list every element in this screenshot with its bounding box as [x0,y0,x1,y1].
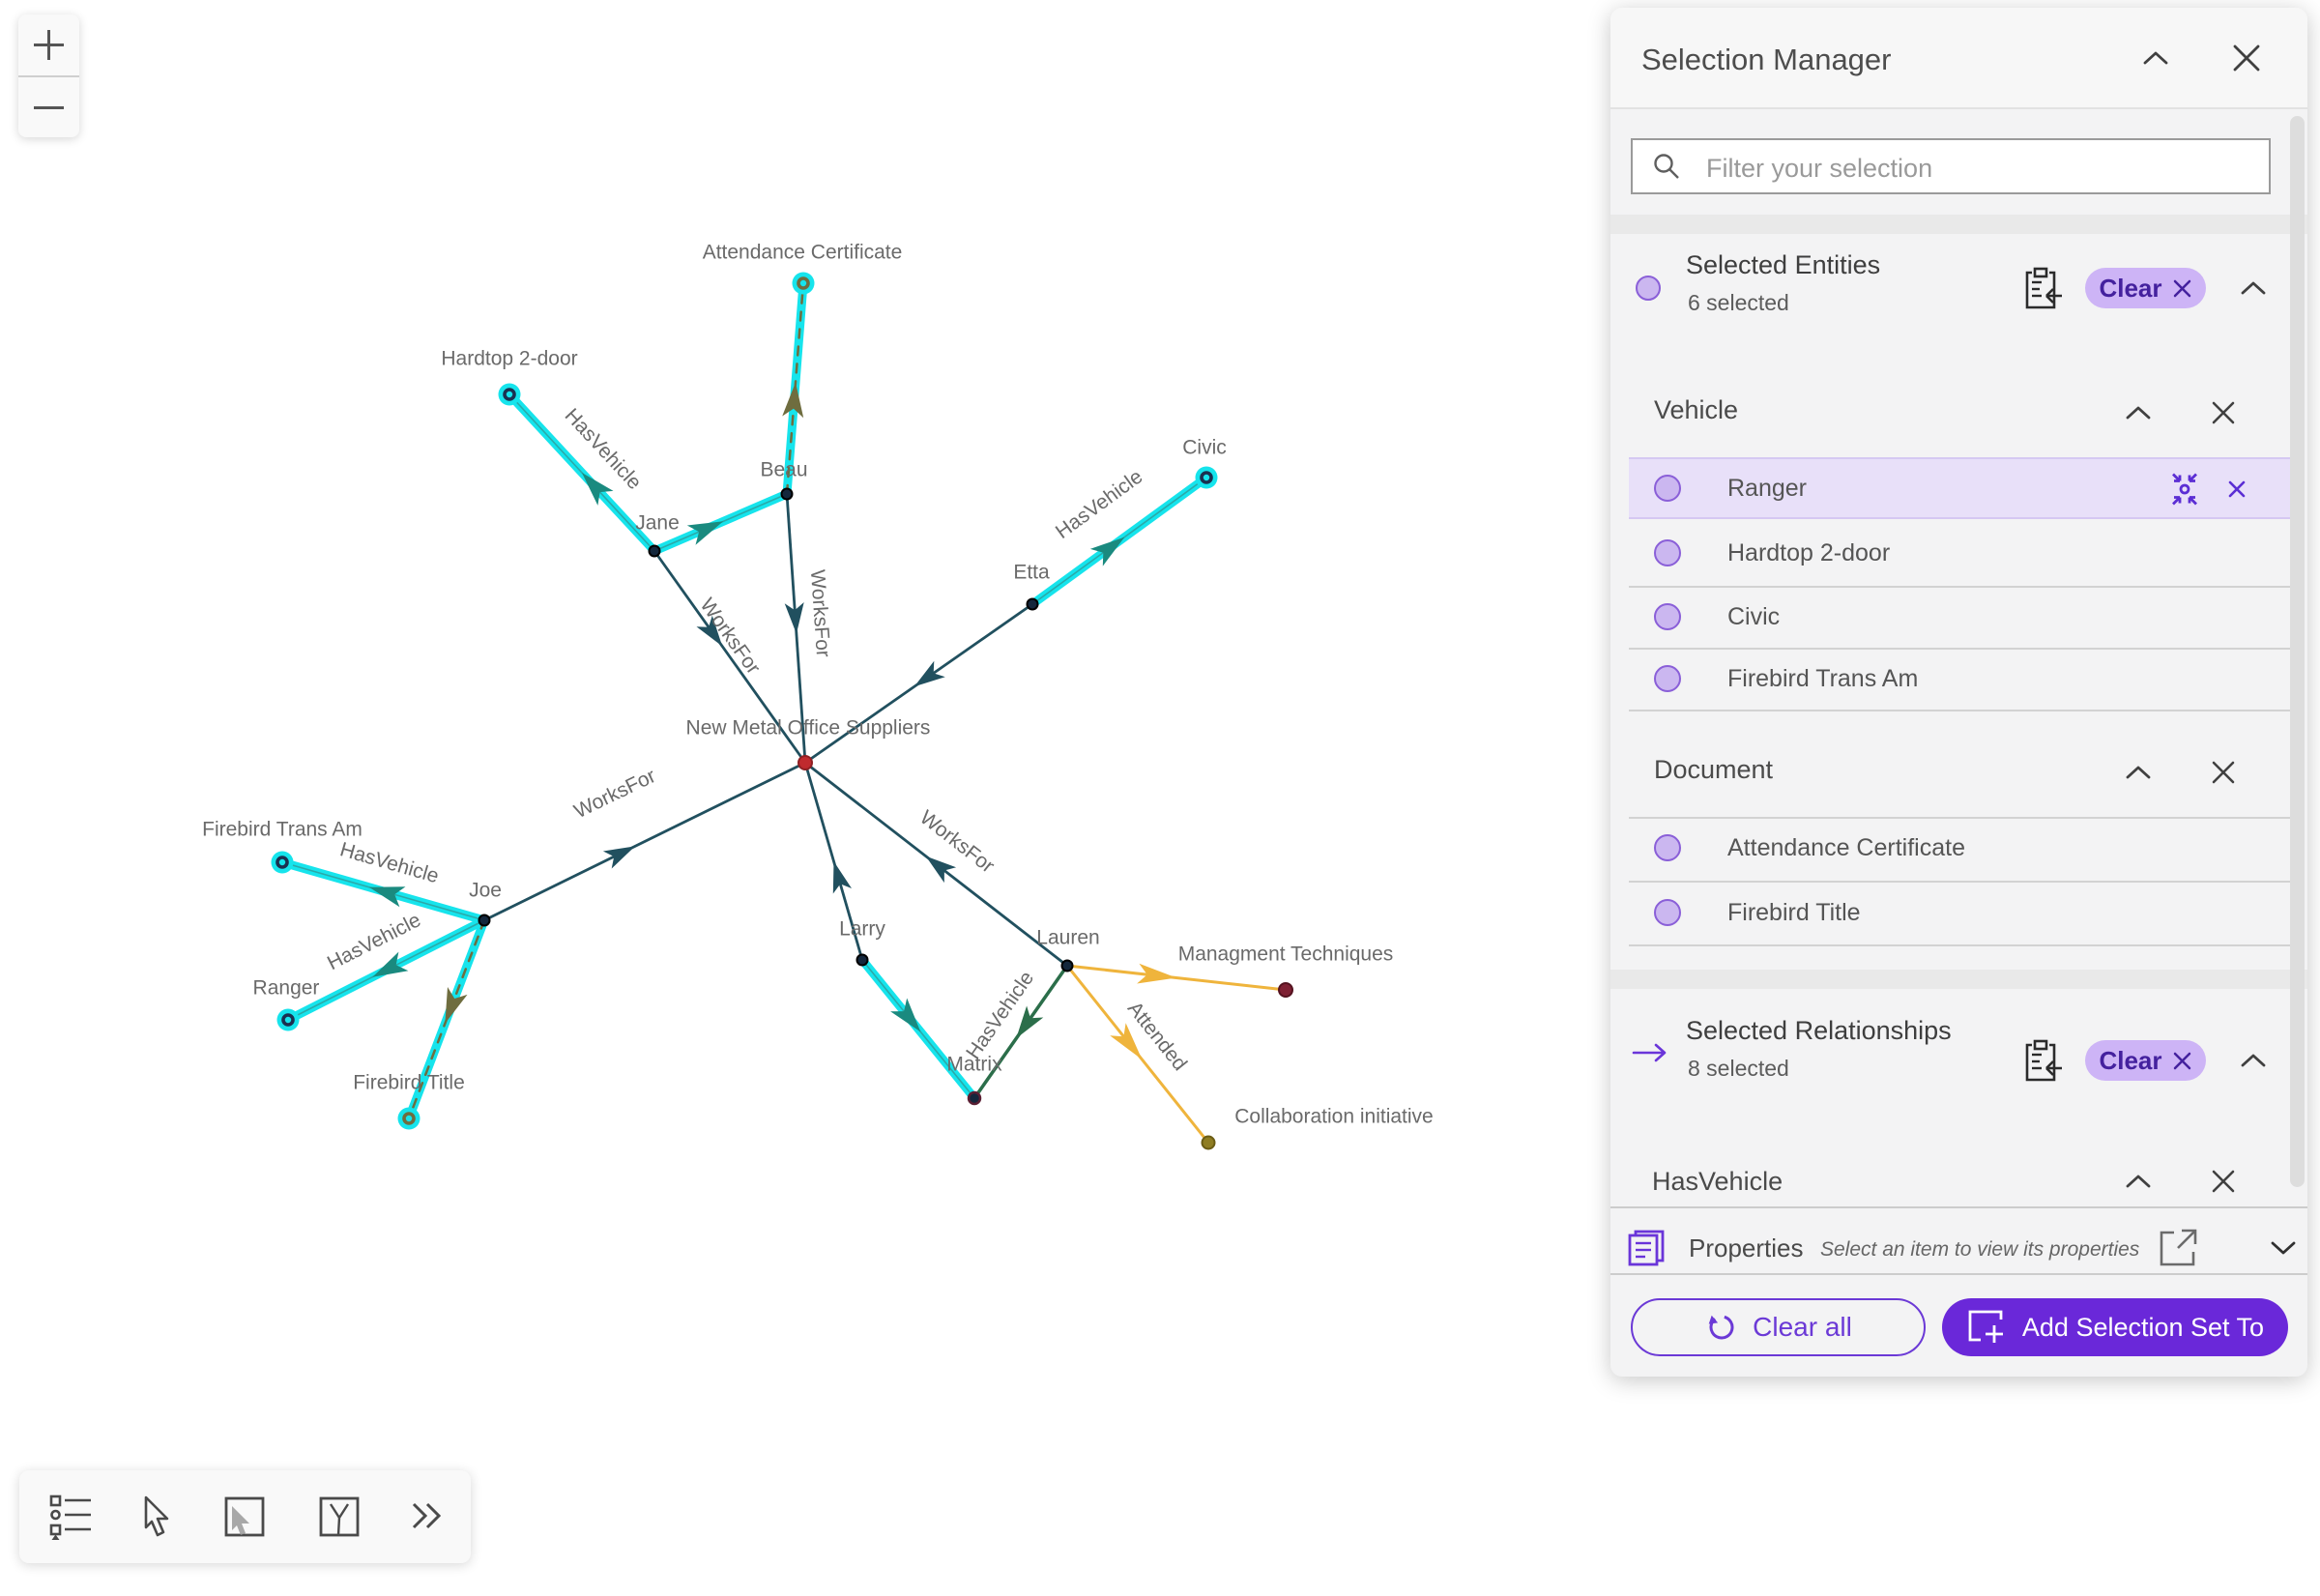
svg-text:Attended: Attended [1123,998,1191,1075]
svg-text:Managment Techniques: Managment Techniques [1178,943,1394,966]
svg-text:Beau: Beau [760,459,807,481]
svg-text:HasVehicle: HasVehicle [561,404,646,494]
svg-text:Firebird Title: Firebird Title [353,1072,465,1094]
svg-text:Ranger: Ranger [253,977,320,1000]
svg-text:WorksFor: WorksFor [570,765,659,823]
svg-text:Collaboration initiative: Collaboration initiative [1234,1106,1433,1128]
svg-text:Attendance Certificate: Attendance Certificate [703,242,903,264]
svg-text:HasVehicle: HasVehicle [324,909,424,974]
svg-text:Joe: Joe [469,880,502,902]
svg-text:Firebird Trans Am: Firebird Trans Am [202,819,362,841]
svg-text:Hardtop 2-door: Hardtop 2-door [441,348,577,370]
svg-text:WorksFor: WorksFor [806,569,834,658]
svg-text:WorksFor: WorksFor [696,595,765,679]
svg-text:Jane: Jane [635,512,680,535]
svg-text:New Metal Office Suppliers: New Metal Office Suppliers [686,717,931,740]
svg-text:Lauren: Lauren [1036,927,1099,949]
svg-text:WorksFor: WorksFor [915,806,999,878]
svg-text:Matrix: Matrix [946,1054,1002,1076]
svg-text:Etta: Etta [1013,562,1050,584]
svg-text:Civic: Civic [1182,437,1227,459]
svg-text:Larry: Larry [839,918,885,941]
